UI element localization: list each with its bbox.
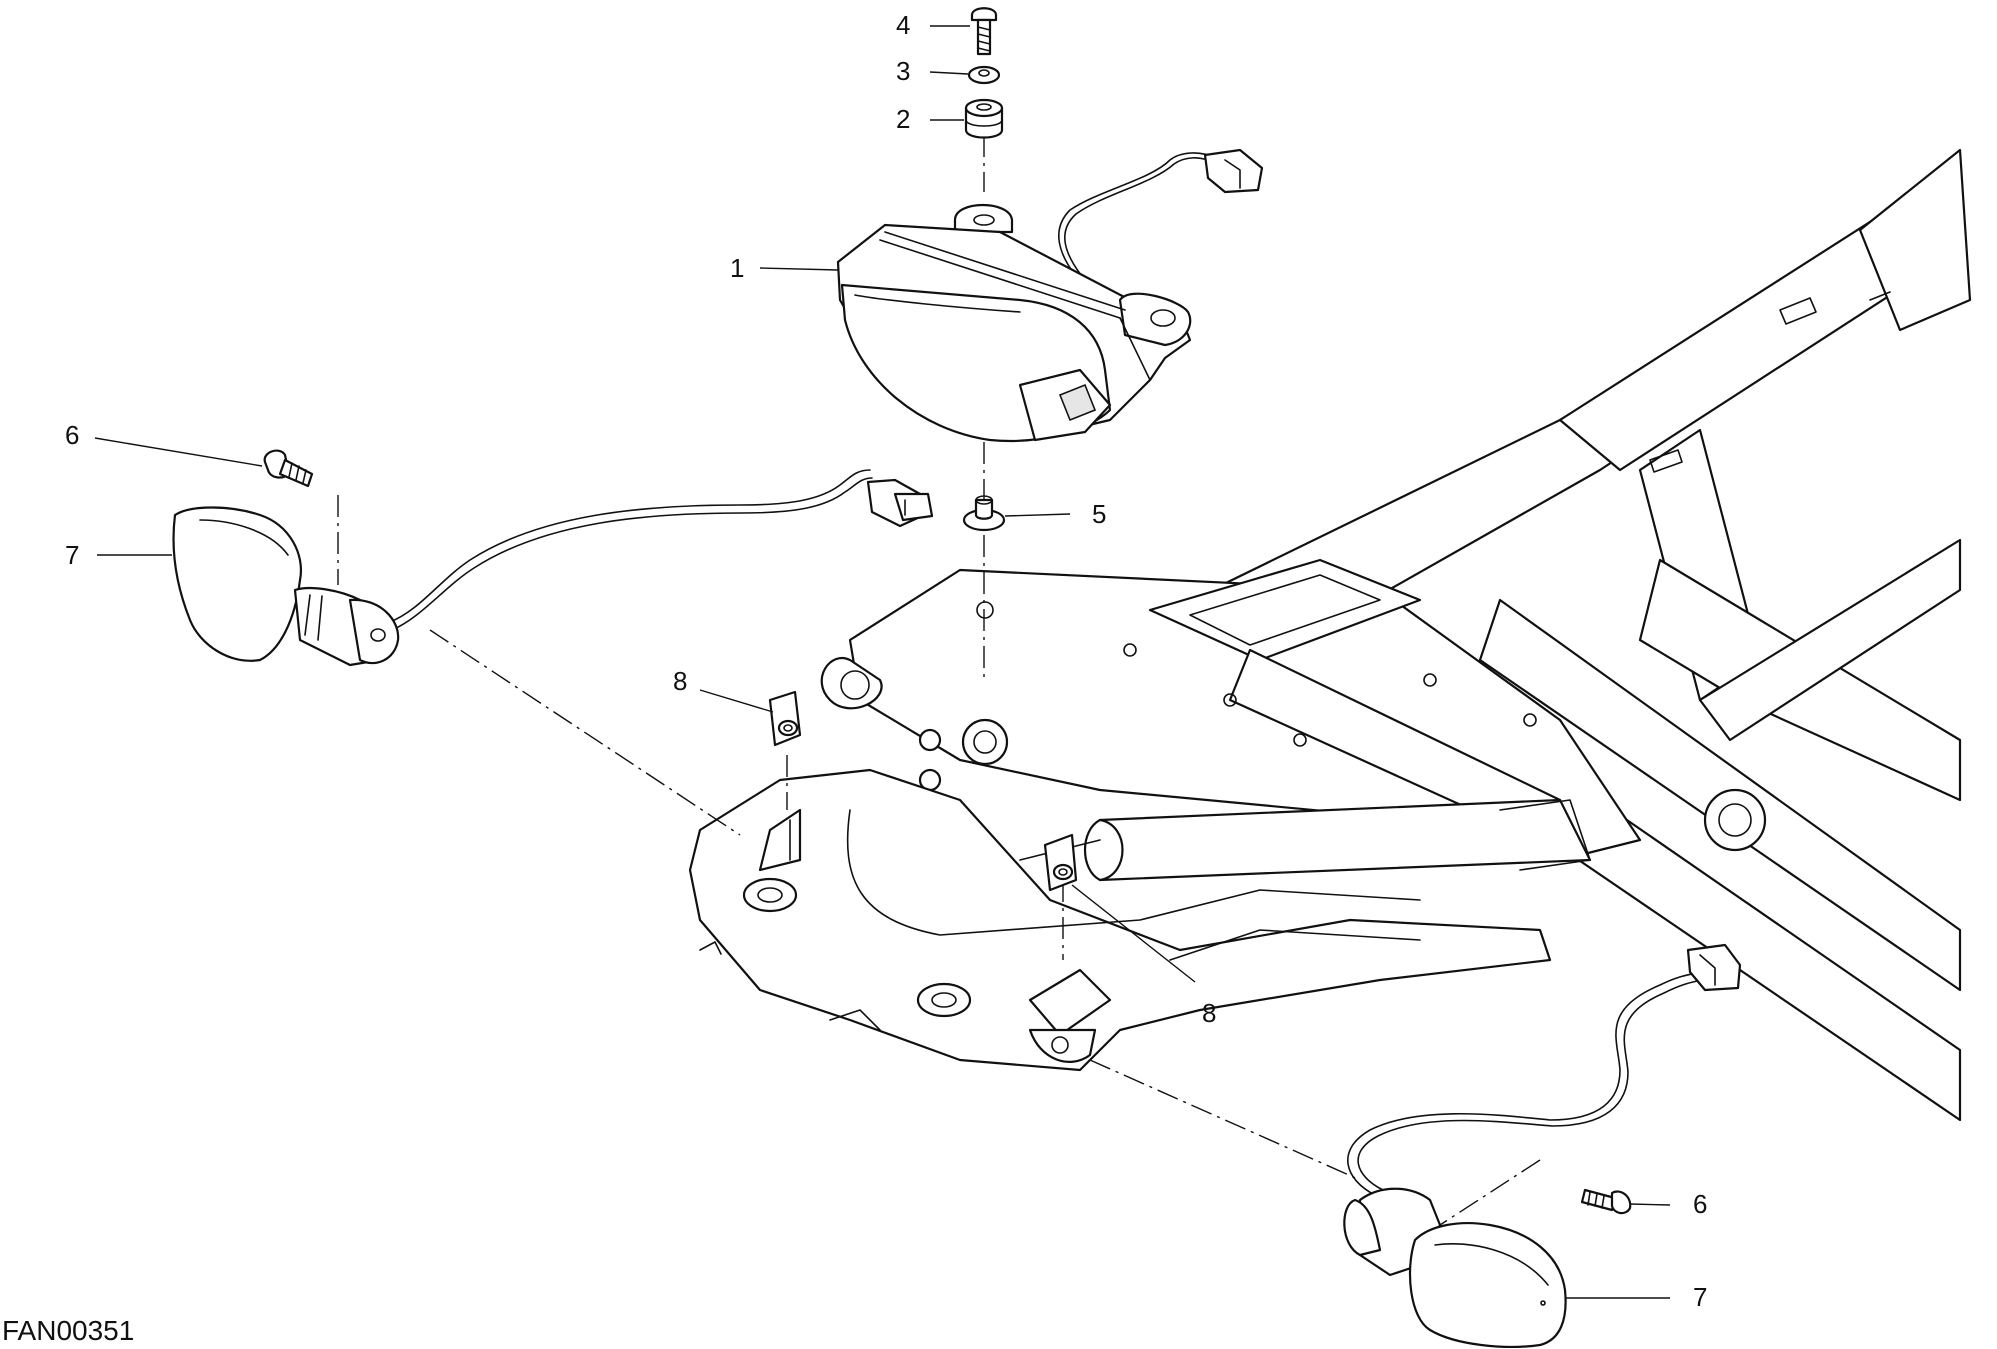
- part-1-tail-light: [836, 148, 1264, 443]
- part-7-turn-indicator-left: [172, 469, 934, 667]
- callout-2: 2: [896, 104, 910, 134]
- callout-3: 3: [896, 56, 910, 86]
- callout-8-lower: 8: [1202, 998, 1216, 1028]
- callout-7-right: 7: [1693, 1282, 1707, 1312]
- rear-fender-undertray: [688, 768, 1552, 1072]
- part-6-screw-left: [263, 449, 314, 488]
- part-7-turn-indicator-right: [1343, 943, 1742, 1348]
- callout-leaders: [94, 25, 1671, 1299]
- callout-1: 1: [730, 253, 744, 283]
- drawing-code: FAN00351: [2, 1315, 134, 1346]
- callout-numbers: 4 3 2 1 5 6 7 8 8 6 7: [65, 10, 1707, 1312]
- callout-8-upper: 8: [673, 666, 687, 696]
- part-8-clip-nut-upper: [768, 690, 802, 747]
- seat-support-plate: [820, 558, 1642, 882]
- callout-7-left: 7: [65, 540, 79, 570]
- part-4-screw: [970, 7, 998, 56]
- callout-6-right: 6: [1693, 1189, 1707, 1219]
- part-8-clip-nut-lower: [1043, 833, 1078, 892]
- rear-subframe: [1148, 148, 1972, 1122]
- callout-4: 4: [896, 10, 910, 40]
- part-6-screw-right: [1580, 1188, 1632, 1215]
- callout-5: 5: [1092, 499, 1106, 529]
- part-2-rubber-bushing: [964, 98, 1004, 139]
- callout-6-left: 6: [65, 420, 79, 450]
- part-5-grommet: [962, 495, 1006, 532]
- part-3-washer: [967, 65, 1001, 85]
- assembly-centerlines: [337, 135, 1541, 1226]
